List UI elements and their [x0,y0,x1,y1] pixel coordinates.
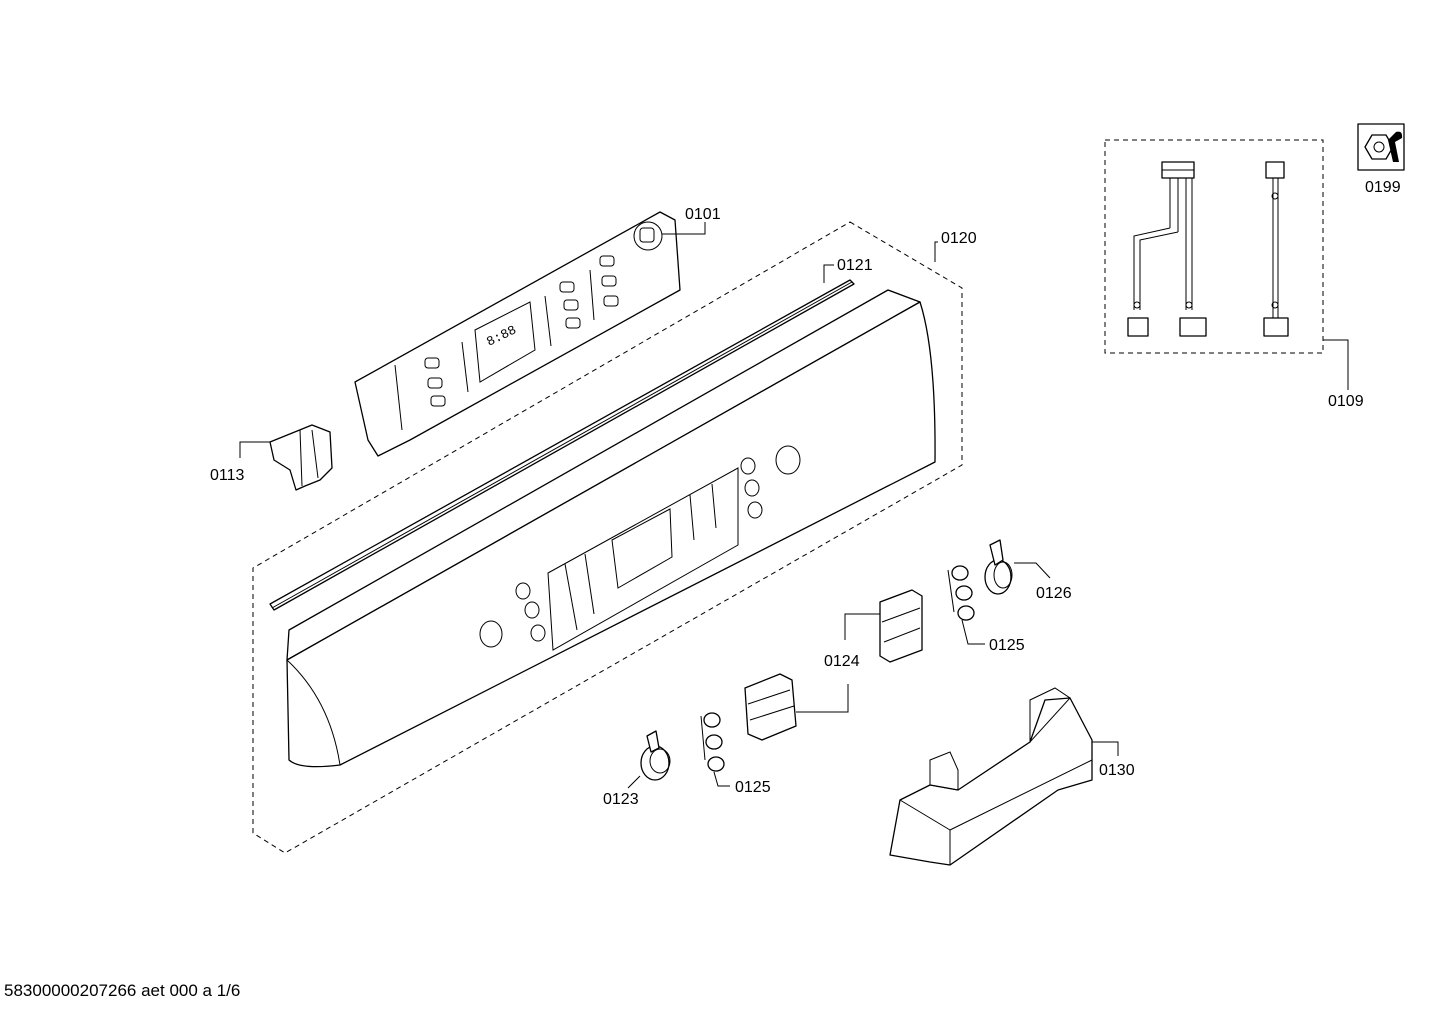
label-0199: 0199 [1365,179,1401,196]
label-0101: 0101 [685,206,721,223]
cable-set-0109 [1104,139,1324,354]
assembly-boundary-0120 [252,221,963,854]
wrench-nut-icon [1357,123,1405,171]
button-group-0124-lower [744,673,797,741]
panel-button-left-1 [515,582,531,600]
trim-strip-0121 [269,279,855,611]
selector-knob-0123 [640,730,671,781]
label-0125-lower: 0125 [735,779,771,796]
document-footer: 58300000207266 aet 000 a 1/6 [4,981,241,1000]
panel-button-left-large [479,620,503,648]
panel-button-right-1 [740,457,756,475]
label-0130: 0130 [1099,762,1135,779]
label-0121: 0121 [837,257,873,274]
panel-button-right-2 [744,479,760,497]
mounting-bracket-0130 [889,687,1093,866]
selector-socket [633,221,663,251]
panel-button-right-3 [747,501,763,519]
selector-knob-0126 [984,539,1013,595]
label-0124: 0124 [824,653,860,670]
panel-button-right-large [775,445,801,475]
connector-clip-0113 [269,424,333,491]
control-panel-fascia [286,289,936,768]
push-buttons-0125-upper [947,565,975,621]
label-0113: 0113 [210,467,245,484]
panel-button-left-3 [530,624,546,642]
label-0126: 0126 [1036,585,1072,602]
label-0123: 0123 [603,791,639,808]
button-group-0124 [879,589,923,663]
label-0109: 0109 [1328,393,1364,410]
label-0120: 0120 [941,230,977,247]
panel-button-left-2 [524,601,540,619]
push-buttons-0125-lower [700,712,725,772]
electronic-module-0101: 8:88 [354,211,681,457]
label-0125-upper: 0125 [989,637,1025,654]
